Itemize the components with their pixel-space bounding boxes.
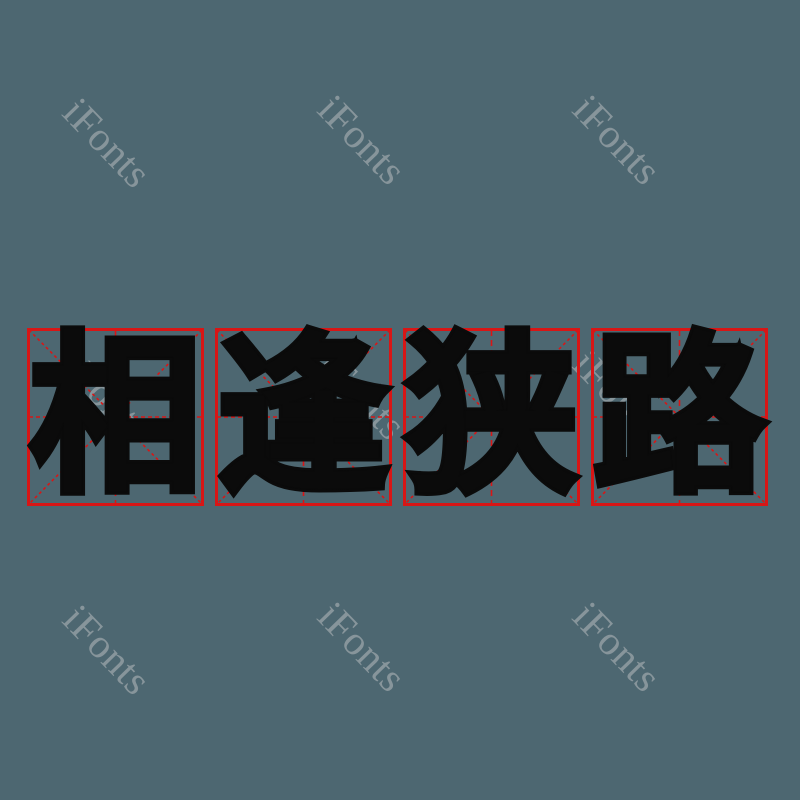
watermark-ifonts: iFonts [309, 592, 416, 701]
character-cell-4[interactable]: 路 [590, 316, 769, 517]
glyph-character: 逢 [214, 316, 393, 517]
watermark-ifonts: iFonts [564, 85, 671, 194]
watermark-ifonts: iFonts [54, 595, 161, 704]
cell-guide-lines [28, 329, 203, 505]
character-cell-1[interactable]: 相 [26, 316, 205, 517]
glyph-character: 路 [590, 316, 769, 517]
glyph-character: 狭 [402, 316, 581, 517]
cell-guide-lines [216, 329, 391, 505]
cell-guide-lines [592, 329, 767, 505]
watermark-ifonts: iFonts [309, 85, 416, 194]
character-grid-row: 相逢狭路 [26, 316, 773, 517]
character-cell-3[interactable]: 狭 [402, 316, 581, 517]
cell-frame [27, 328, 204, 506]
cell-frame [403, 328, 580, 506]
cell-frame [215, 328, 392, 506]
cell-frame [591, 328, 768, 506]
cell-guide-lines [404, 329, 579, 505]
watermark-ifonts: iFonts [54, 88, 161, 197]
glyph-character: 相 [26, 316, 205, 517]
watermark-ifonts: iFonts [564, 592, 671, 701]
character-cell-2[interactable]: 逢 [214, 316, 393, 517]
